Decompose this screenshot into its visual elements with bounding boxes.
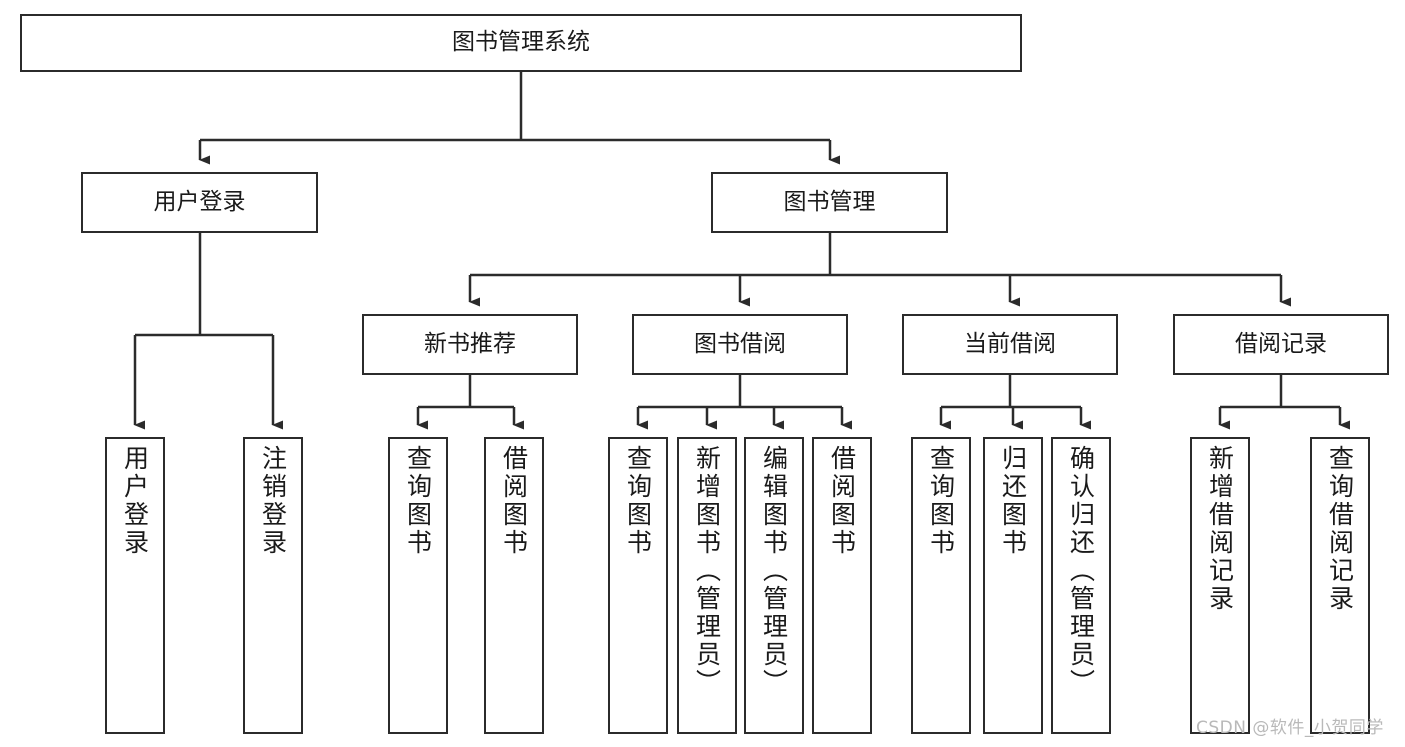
node-root[interactable]: 图书管理系统 — [20, 14, 1022, 72]
leaf-current-confirm-return-admin-label: 确认归还（管理员） — [1066, 445, 1096, 697]
leaf-borrow-query-book[interactable]: 查询图书 — [608, 437, 668, 734]
node-new-book-recommend[interactable]: 新书推荐 — [362, 314, 578, 375]
edge-group — [133, 72, 1350, 430]
node-book-borrow[interactable]: 图书借阅 — [632, 314, 848, 375]
leaf-current-query-book-label: 查询图书 — [926, 445, 956, 557]
leaf-newbook-query-book[interactable]: 查询图书 — [388, 437, 448, 734]
leaf-current-query-book[interactable]: 查询图书 — [911, 437, 971, 734]
node-borrow-record[interactable]: 借阅记录 — [1173, 314, 1389, 375]
leaf-borrow-borrow-book-label: 借阅图书 — [827, 445, 857, 557]
leaf-user-logout[interactable]: 注销登录 — [243, 437, 303, 734]
leaf-borrow-query-book-label: 查询图书 — [623, 445, 653, 557]
leaf-borrow-add-book-admin-label: 新增图书（管理员） — [692, 445, 722, 697]
node-book-borrow-label: 图书借阅 — [694, 330, 786, 357]
leaf-current-return-book[interactable]: 归还图书 — [983, 437, 1043, 734]
leaf-newbook-borrow-book-label: 借阅图书 — [499, 445, 529, 557]
leaf-user-login[interactable]: 用户登录 — [105, 437, 165, 734]
node-user-login-module-label: 用户登录 — [153, 188, 246, 215]
node-current-borrow[interactable]: 当前借阅 — [902, 314, 1118, 375]
leaf-record-add-borrow-record-label: 新增借阅记录 — [1205, 445, 1235, 613]
leaf-newbook-query-book-label: 查询图书 — [403, 445, 433, 557]
leaf-record-add-borrow-record[interactable]: 新增借阅记录 — [1190, 437, 1250, 734]
leaf-record-query-borrow-record-label: 查询借阅记录 — [1325, 445, 1355, 613]
node-book-management-module-label: 图书管理 — [783, 188, 876, 215]
leaf-borrow-edit-book-admin-label: 编辑图书（管理员） — [759, 445, 789, 697]
leaf-user-login-label: 用户登录 — [120, 445, 150, 557]
node-borrow-record-label: 借阅记录 — [1235, 330, 1327, 357]
node-book-management-module[interactable]: 图书管理 — [711, 172, 948, 233]
node-current-borrow-label: 当前借阅 — [964, 330, 1056, 357]
node-root-label: 图书管理系统 — [452, 29, 590, 56]
leaf-borrow-edit-book-admin[interactable]: 编辑图书（管理员） — [744, 437, 804, 734]
leaf-newbook-borrow-book[interactable]: 借阅图书 — [484, 437, 544, 734]
node-new-book-recommend-label: 新书推荐 — [424, 330, 516, 357]
node-user-login-module[interactable]: 用户登录 — [81, 172, 318, 233]
leaf-borrow-borrow-book[interactable]: 借阅图书 — [812, 437, 872, 734]
leaf-user-logout-label: 注销登录 — [258, 445, 288, 557]
leaf-record-query-borrow-record[interactable]: 查询借阅记录 — [1310, 437, 1370, 734]
leaf-current-return-book-label: 归还图书 — [998, 445, 1028, 557]
leaf-current-confirm-return-admin[interactable]: 确认归还（管理员） — [1051, 437, 1111, 734]
leaf-borrow-add-book-admin[interactable]: 新增图书（管理员） — [677, 437, 737, 734]
